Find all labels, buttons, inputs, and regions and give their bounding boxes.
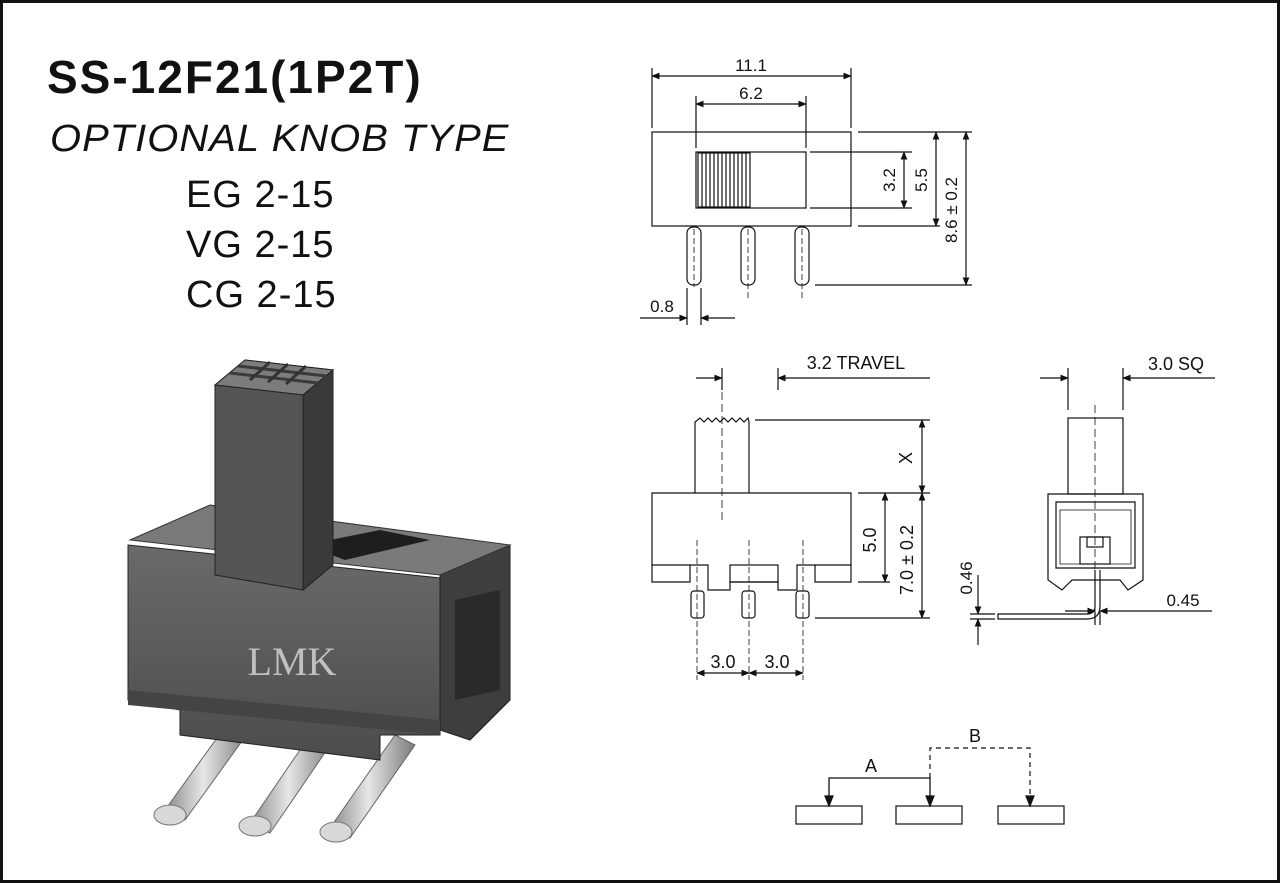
dim-slot-width: 6.2	[739, 84, 763, 103]
brand-label: LMK	[248, 639, 337, 684]
dim-actuator-x: X	[896, 452, 916, 464]
dim-travel: 3.2 TRAVEL	[807, 353, 905, 373]
knob-hatch	[701, 153, 747, 207]
circuit-label-b: B	[969, 726, 981, 746]
knob-type-cg: CG 2-15	[186, 274, 337, 316]
knob-type-vg: VG 2-15	[186, 224, 335, 266]
dim-slot-height: 3.2	[880, 168, 899, 192]
side-view	[970, 368, 1215, 645]
front-view	[651, 368, 930, 680]
dim-total-height: 8.6 ± 0.2	[942, 177, 961, 243]
subtitle: OPTIONAL KNOB TYPE	[50, 118, 510, 160]
actuator-knob	[213, 359, 335, 592]
dim-thickness: 0.46	[957, 561, 976, 594]
dim-pitch-left: 3.0	[710, 652, 735, 672]
dim-pin: 0.45	[1166, 591, 1199, 610]
dim-body-height: 5.0	[860, 527, 880, 552]
photo-pins	[153, 719, 416, 843]
dim-pin-width: 0.8	[650, 297, 674, 316]
dim-square: 3.0 SQ	[1148, 354, 1204, 374]
dim-overall-height: 7.0 ± 0.2	[897, 525, 917, 595]
circuit-diagram	[795, 747, 1065, 825]
switch-photo: LMK	[127, 359, 512, 843]
top-view	[640, 68, 972, 325]
knob-type-eg: EG 2-15	[186, 174, 335, 216]
circuit-label-a: A	[865, 756, 877, 776]
model-title: SS-12F21(1P2T)	[47, 51, 423, 103]
dim-body-height: 5.5	[912, 168, 931, 192]
dim-pitch-right: 3.0	[764, 652, 789, 672]
dim-overall-width: 11.1	[735, 56, 767, 75]
